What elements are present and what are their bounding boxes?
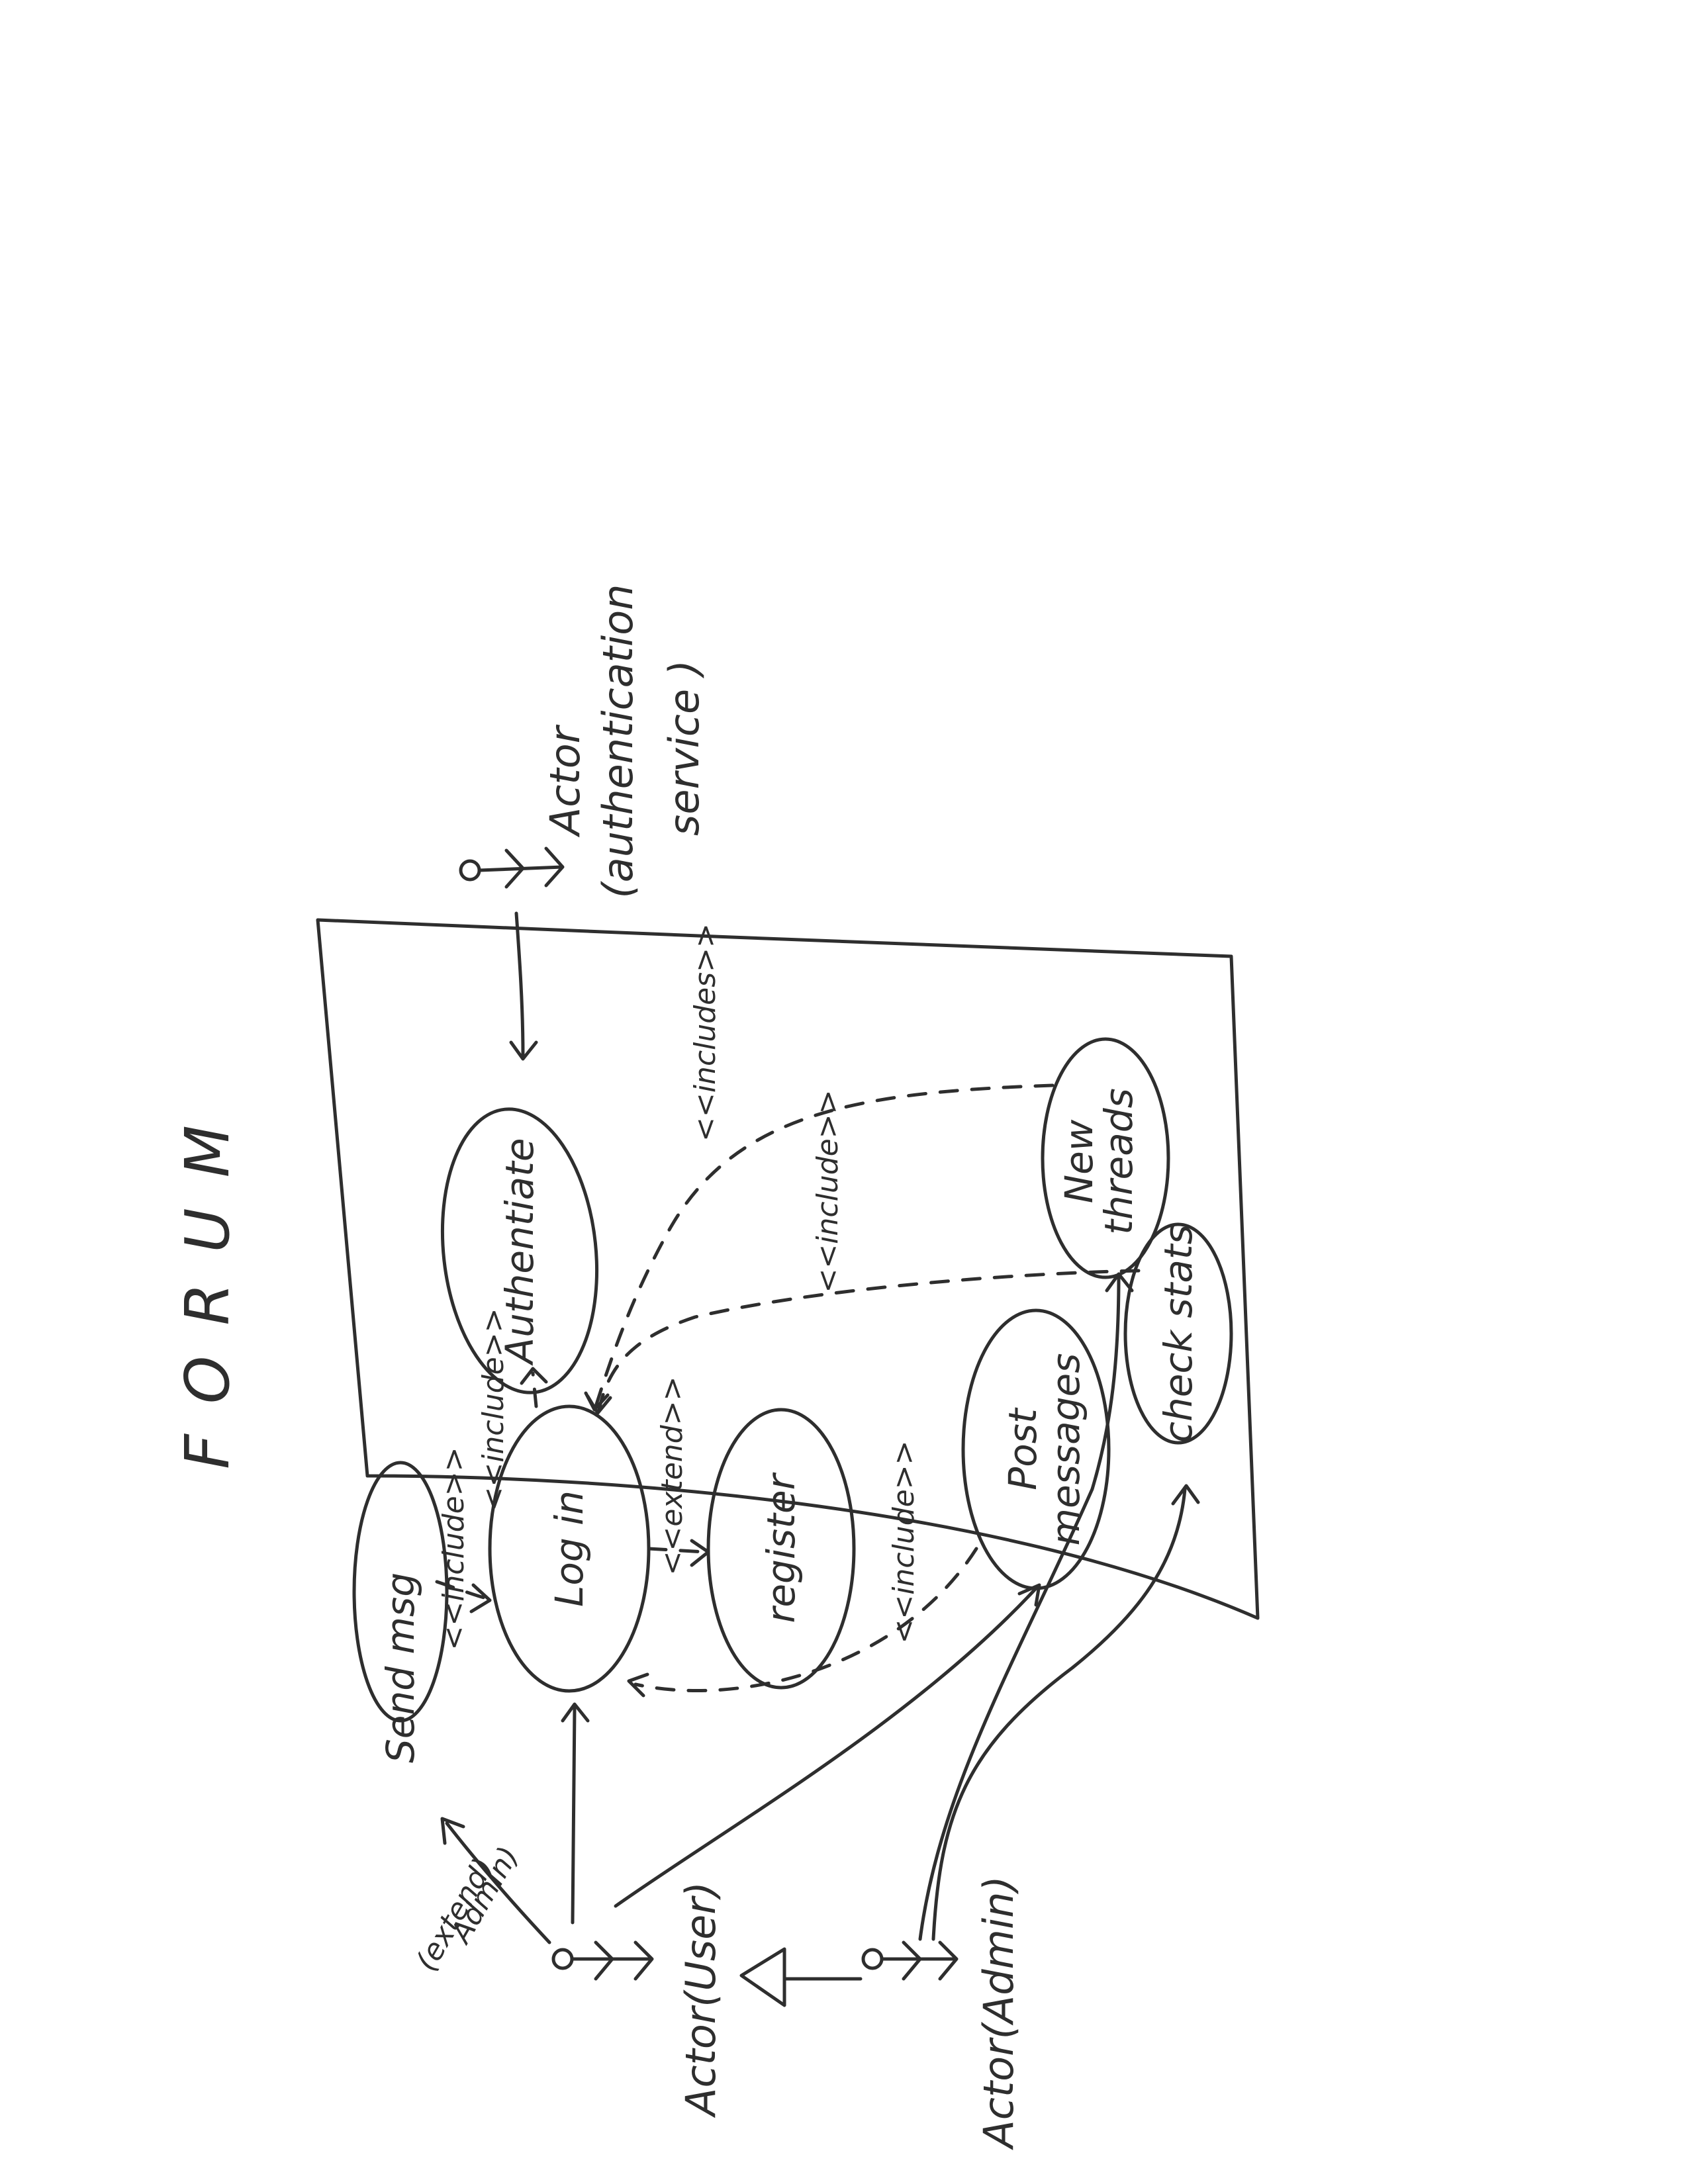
use-case-send-msg-label: Send msg (378, 1572, 423, 1763)
use-case-new-threads-label-1: New (1056, 1119, 1102, 1203)
assoc-auth-service-to-authenticate (514, 911, 525, 1058)
relation-login-to-register-label: <<extend>> (655, 1377, 689, 1576)
relation-send-to-login (435, 1580, 489, 1600)
actor-auth-service-detail-1: (authentication (594, 584, 642, 899)
relation-threads-to-login (594, 1083, 1055, 1408)
relation-login-to-auth-label: <<include>> (477, 1308, 510, 1512)
relation-login-to-register (647, 1547, 707, 1554)
relation-stats-to-login-arrowhead (586, 1394, 612, 1415)
use-case-log-in-label: Log in (547, 1490, 592, 1607)
generalization-admin-user-arrowhead (739, 1947, 786, 2007)
use-case-check-stats-oval (1123, 1222, 1233, 1445)
actor-auth-service-name: Actor (541, 724, 589, 838)
relation-threads-to-login-label: <<includes>> (688, 923, 722, 1142)
assoc-auth-service-arrowhead (509, 1040, 538, 1061)
use-case-new-threads-label-2: threads (1096, 1088, 1141, 1235)
assoc-user-to-login (571, 1706, 577, 1925)
relation-stats-to-login (597, 1269, 1141, 1412)
diagram-title: FORUM (172, 1095, 243, 1469)
assoc-user-to-send (445, 1821, 551, 1944)
relation-login-to-auth-arrowhead (520, 1367, 548, 1385)
actor-auth-service-figure (459, 846, 565, 889)
relation-post-to-login-arrowhead (627, 1672, 649, 1698)
relation-login-to-register-arrowhead (690, 1539, 710, 1567)
relation-login-to-auth (531, 1371, 538, 1408)
assoc-user-to-post-arrowhead (1017, 1583, 1041, 1607)
actor-admin-label: Actor(Admin) (974, 1876, 1023, 2150)
use-case-check-stats-label: check stats (1156, 1224, 1201, 1443)
use-case-register-label: register (759, 1472, 804, 1623)
relation-send-to-login-label: <<include>> (437, 1447, 471, 1651)
actor-auth-service-detail-2: service ) (660, 660, 708, 836)
actor-admin-figure (861, 1940, 959, 1981)
assoc-user-to-send-arrowhead (440, 1817, 465, 1845)
actor-user-label: Actor(User) (677, 1882, 725, 2118)
use-case-send-msg-oval (352, 1461, 449, 1723)
assoc-admin-to-threads (918, 1275, 1121, 1941)
assoc-admin-to-threads-arrowhead (1105, 1272, 1134, 1293)
assoc-user-to-login-arrowhead (561, 1702, 590, 1723)
assoc-admin-to-stats (931, 1487, 1187, 1941)
assoc-admin-to-stats-arrowhead (1171, 1484, 1200, 1506)
relation-send-to-login-arrowhead (469, 1583, 492, 1614)
system-boundary (316, 918, 1260, 1620)
use-case-register-oval (706, 1408, 856, 1690)
relation-stats-to-login-label: <<include>> (811, 1090, 845, 1293)
relation-post-to-login (633, 1547, 978, 1692)
use-case-new-threads-oval (1041, 1037, 1170, 1279)
relation-post-to-login-label: <<include>> (887, 1441, 921, 1644)
actor-user-figure (551, 1940, 654, 1981)
use-case-authenticate-label: Authentiate (497, 1138, 542, 1366)
use-case-post-messages-label-1: Post (1000, 1407, 1045, 1490)
assoc-user-to-post (614, 1586, 1038, 1908)
